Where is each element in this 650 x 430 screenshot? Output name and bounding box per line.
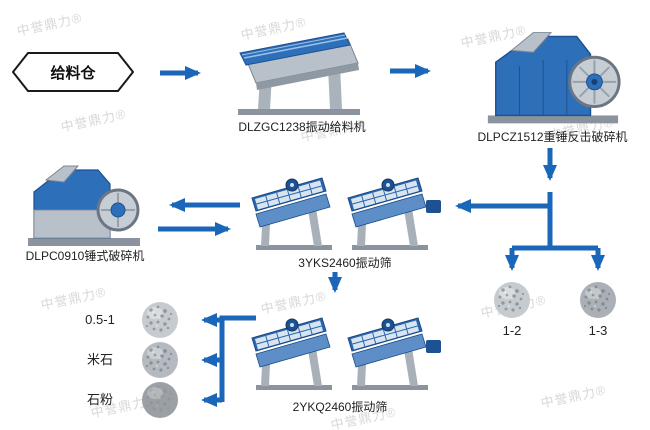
hammer-crusher-illustration bbox=[22, 160, 147, 253]
product-label-shifen: 石粉 bbox=[86, 392, 113, 407]
vibrating-screen-top-illustration bbox=[248, 166, 443, 259]
product-pile-05-1 bbox=[140, 300, 180, 345]
product-label-1-3: 1-3 bbox=[588, 323, 608, 338]
vibrating-screen-top-label: 3YKS2460振动筛 bbox=[298, 256, 392, 270]
product-label-mishi: 米石 bbox=[86, 352, 113, 367]
product-pile-1-3 bbox=[578, 280, 618, 325]
hammer-crusher-label: DLPC0910锤式破碎机 bbox=[25, 249, 145, 263]
vibrating-feeder-illustration bbox=[232, 25, 367, 122]
product-pile-1-2 bbox=[492, 280, 532, 325]
impact-crusher-illustration bbox=[478, 22, 626, 132]
feed-bin-node: 给料仓 bbox=[11, 52, 135, 92]
product-label-05-1: 0.5-1 bbox=[85, 312, 115, 327]
product-pile-mishi bbox=[140, 340, 180, 385]
vibrating-screen-bottom-illustration bbox=[248, 306, 443, 399]
feed-bin-label: 给料仓 bbox=[50, 64, 96, 82]
product-pile-shifen bbox=[140, 380, 180, 425]
feed-bin-shape bbox=[11, 52, 135, 92]
impact-crusher-label: DLPCZ1512重锤反击破碎机 bbox=[477, 130, 628, 144]
vibrating-screen-bottom-label: 2YKQ2460振动筛 bbox=[292, 400, 388, 414]
vibrating-feeder-label: DLZGC1238振动给料机 bbox=[238, 120, 366, 134]
product-label-1-2: 1-2 bbox=[502, 323, 522, 338]
